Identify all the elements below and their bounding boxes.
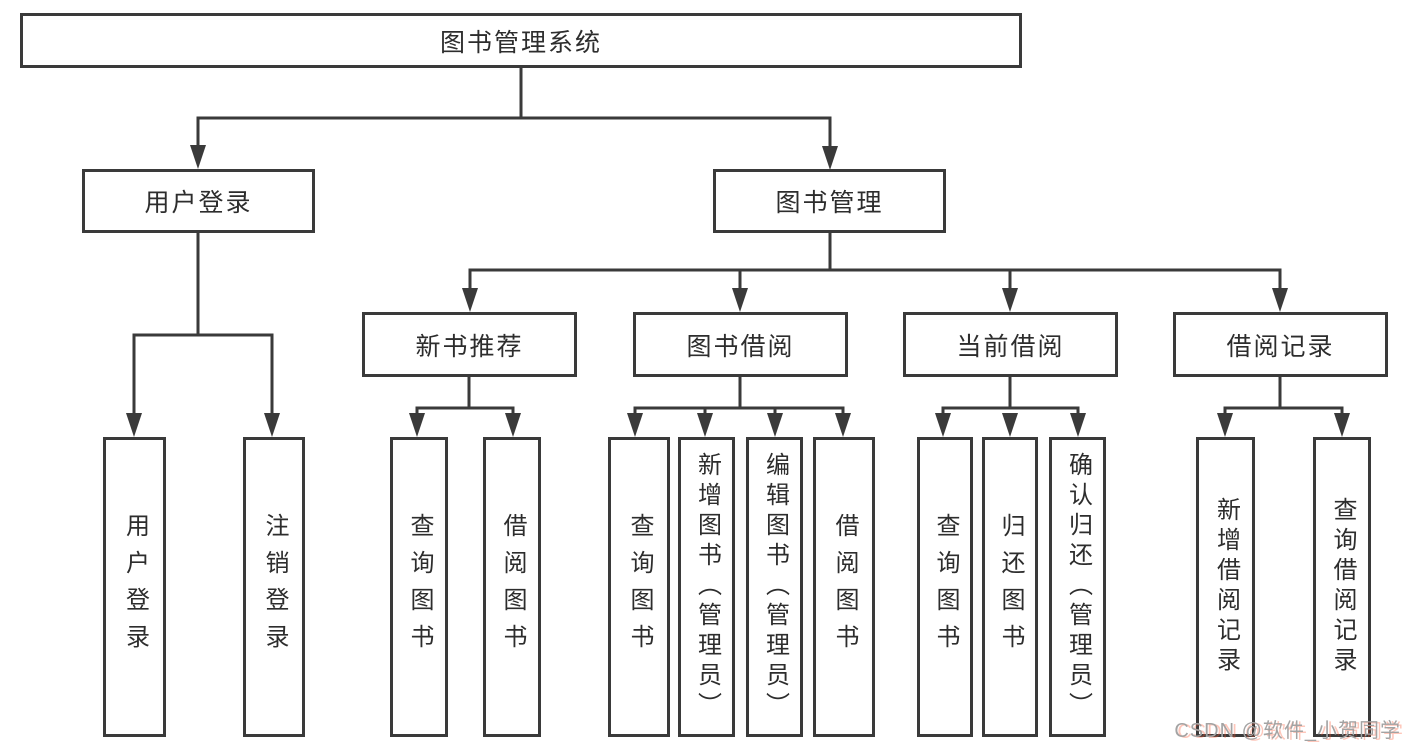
csdn-watermark: CSDN @软件_小贺同学 bbox=[1174, 720, 1401, 742]
node-library-management-system: 图书管理系统 bbox=[20, 13, 1022, 68]
node-label: 图书借阅 bbox=[686, 332, 795, 361]
node-user-login: 用户登录 bbox=[82, 169, 315, 233]
leaf-add-borrow-record: 新增借阅记录 bbox=[1196, 437, 1255, 737]
leaf-label: 新增图书（管理员） bbox=[693, 452, 721, 722]
leaf-label: 归还图书 bbox=[997, 513, 1024, 661]
leaf-logout: 注销登录 bbox=[243, 437, 305, 737]
leaf-label: 查询图书 bbox=[932, 513, 959, 661]
arrowhead-icons bbox=[126, 145, 1350, 437]
node-label: 当前借阅 bbox=[956, 332, 1065, 361]
leaf-label: 查询图书 bbox=[406, 513, 433, 661]
node-label: 图书管理系统 bbox=[439, 28, 602, 57]
node-borrow-record: 借阅记录 bbox=[1173, 312, 1388, 377]
leaf-label: 查询借阅记录 bbox=[1329, 497, 1356, 677]
leaf-label: 确认归还（管理员） bbox=[1064, 452, 1092, 722]
leaf-query-books-recommend: 查询图书 bbox=[390, 437, 448, 737]
node-label: 借阅记录 bbox=[1226, 332, 1335, 361]
leaf-add-books-admin: 新增图书（管理员） bbox=[678, 437, 735, 737]
node-current-borrow: 当前借阅 bbox=[903, 312, 1118, 377]
leaf-user-login: 用户登录 bbox=[103, 437, 166, 737]
leaf-borrow-books: 借阅图书 bbox=[813, 437, 875, 737]
leaf-label: 新增借阅记录 bbox=[1212, 497, 1240, 677]
leaf-confirm-return-admin: 确认归还（管理员） bbox=[1049, 437, 1106, 737]
node-book-management: 图书管理 bbox=[713, 169, 946, 233]
node-new-book-recommend: 新书推荐 bbox=[362, 312, 577, 377]
leaf-return-books: 归还图书 bbox=[982, 437, 1038, 737]
node-label: 用户登录 bbox=[144, 189, 253, 217]
leaf-label: 借阅图书 bbox=[831, 513, 858, 661]
leaf-query-books-borrow: 查询图书 bbox=[608, 437, 670, 737]
leaf-query-books-current: 查询图书 bbox=[917, 437, 973, 737]
node-label: 新书推荐 bbox=[415, 332, 524, 361]
leaf-query-borrow-record: 查询借阅记录 bbox=[1313, 437, 1371, 737]
node-label: 图书管理 bbox=[775, 189, 884, 217]
leaf-edit-books-admin: 编辑图书（管理员） bbox=[746, 437, 803, 737]
leaf-borrow-books-recommend: 借阅图书 bbox=[483, 437, 541, 737]
leaf-label: 编辑图书（管理员） bbox=[761, 452, 789, 722]
node-book-borrow: 图书借阅 bbox=[633, 312, 848, 377]
leaf-label: 借阅图书 bbox=[499, 513, 526, 661]
leaf-label: 注销登录 bbox=[261, 513, 288, 661]
leaf-label: 查询图书 bbox=[626, 513, 653, 661]
leaf-label: 用户登录 bbox=[121, 513, 149, 661]
